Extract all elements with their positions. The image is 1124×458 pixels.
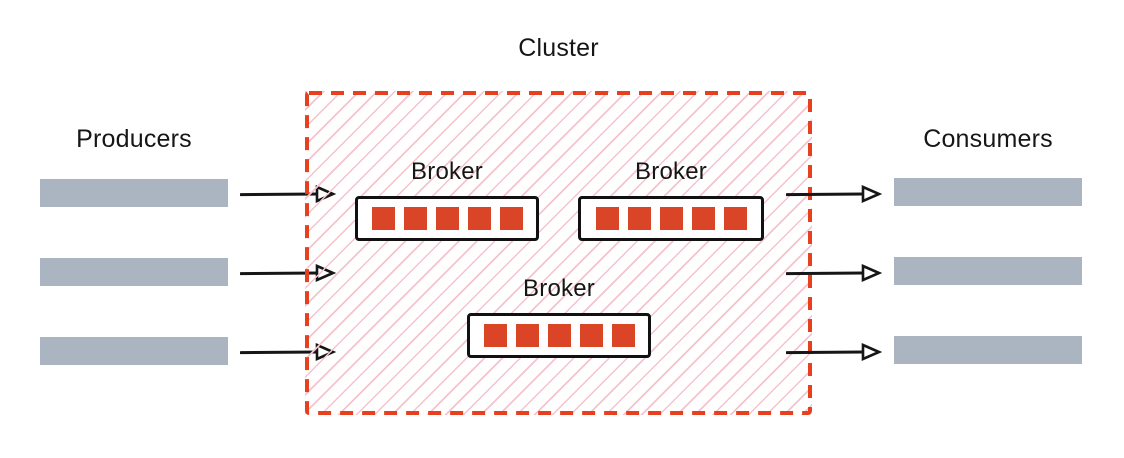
broker-label: Broker — [635, 158, 707, 185]
partition-square — [547, 324, 571, 347]
partition-square — [595, 207, 619, 230]
partition-square — [483, 324, 507, 347]
broker-unit: Broker — [578, 157, 764, 241]
partition-square — [467, 207, 491, 230]
consumer-bar — [894, 257, 1082, 285]
right-arrow-icon — [786, 264, 882, 282]
consumer-bar — [894, 178, 1082, 206]
cluster-label: Cluster — [518, 34, 599, 62]
broker-box — [355, 196, 539, 241]
partition-square — [691, 207, 715, 230]
broker-unit: Broker — [355, 157, 539, 241]
broker-label: Broker — [411, 158, 483, 185]
producers-bar-group — [40, 179, 228, 365]
right-arrow-icon — [786, 185, 882, 203]
partition-square — [499, 207, 523, 230]
partition-square — [611, 324, 635, 347]
partition-square — [723, 207, 747, 230]
partition-square — [659, 207, 683, 230]
consumers-bar-group — [894, 178, 1082, 364]
consumer-arrow-group — [786, 183, 882, 363]
cluster-box — [305, 91, 812, 415]
producer-bar — [40, 337, 228, 365]
broker-unit: Broker — [467, 274, 651, 358]
consumers-label: Consumers — [923, 125, 1053, 153]
partition-square — [403, 207, 427, 230]
partition-square — [627, 207, 651, 230]
partition-square — [579, 324, 603, 347]
consumer-bar — [894, 336, 1082, 364]
partition-square — [515, 324, 539, 347]
producers-label: Producers — [76, 125, 192, 153]
producer-bar — [40, 179, 228, 207]
producer-bar — [40, 258, 228, 286]
broker-box — [578, 196, 764, 241]
partition-square — [371, 207, 395, 230]
broker-label: Broker — [523, 275, 595, 302]
broker-box — [467, 313, 651, 358]
right-arrow-icon — [786, 343, 882, 361]
cluster-dashed-border — [305, 91, 812, 415]
partition-square — [435, 207, 459, 230]
